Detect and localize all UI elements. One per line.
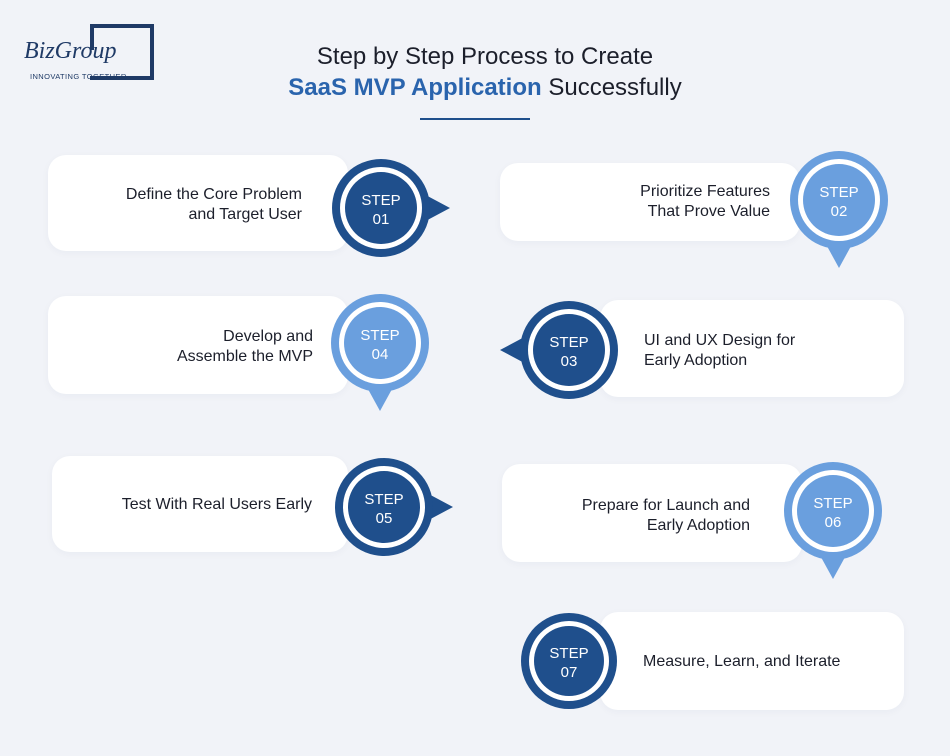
step-02-line-2: That Prove Value bbox=[647, 203, 770, 220]
step-03-badge bbox=[500, 301, 618, 399]
logo-frame bbox=[90, 24, 154, 80]
step-06-badge-label: STEP 06 bbox=[798, 494, 868, 532]
step-card-07 bbox=[600, 612, 904, 710]
logo-name: BizGroup bbox=[24, 38, 117, 64]
page-title: Step by Step Process to Create SaaS MVP … bbox=[230, 42, 740, 104]
step-01-text: Define the Core Problem and Target User bbox=[42, 185, 302, 225]
step-02-line-1: Prioritize Features bbox=[640, 183, 770, 200]
step-03-text: UI and UX Design for Early Adoption bbox=[644, 331, 884, 371]
step-04-line-1: Develop and bbox=[223, 328, 313, 345]
step-card-02 bbox=[500, 163, 800, 241]
step-04-badge-label: STEP 04 bbox=[345, 326, 415, 364]
step-05-line-1: Test With Real Users Early bbox=[121, 496, 312, 513]
logo-tagline: INNOVATING TOGETHER bbox=[30, 72, 127, 81]
step-02-text: Prioritize Features That Prove Value bbox=[510, 182, 770, 222]
step-07-badge bbox=[521, 613, 617, 709]
step-07-badge-label: STEP 07 bbox=[534, 644, 604, 682]
step-04-badge bbox=[331, 294, 429, 411]
step-05-badge-label: STEP 05 bbox=[349, 490, 419, 528]
step-02-badge bbox=[790, 151, 888, 268]
step-05-text: Test With Real Users Early bbox=[52, 495, 312, 515]
step-01-line-2: and Target User bbox=[188, 206, 302, 223]
step-01-step-word: STEP bbox=[361, 192, 401, 209]
step-02-number: 02 bbox=[830, 203, 848, 220]
step-06-line-1: Prepare for Launch and bbox=[581, 497, 750, 514]
step-06-number: 06 bbox=[824, 514, 842, 531]
title-line-1: Step by Step Process to Create bbox=[316, 43, 654, 70]
step-07-step-word: STEP bbox=[549, 645, 589, 662]
step-06-text: Prepare for Launch and Early Adoption bbox=[490, 496, 750, 536]
step-06-badge bbox=[784, 462, 882, 579]
step-03-line-1: UI and UX Design for bbox=[644, 332, 796, 349]
step-card-03 bbox=[600, 300, 904, 397]
title-rest: Successfully bbox=[541, 74, 682, 101]
title-underline bbox=[420, 118, 530, 120]
step-03-step-word: STEP bbox=[549, 334, 589, 351]
step-04-text: Develop and Assemble the MVP bbox=[53, 327, 313, 367]
step-02-step-word: STEP bbox=[819, 184, 859, 201]
step-card-04 bbox=[48, 296, 348, 394]
step-07-number: 07 bbox=[560, 664, 578, 681]
step-05-step-word: STEP bbox=[364, 491, 404, 508]
step-03-badge-label: STEP 03 bbox=[534, 333, 604, 371]
step-03-number: 03 bbox=[560, 353, 578, 370]
step-04-step-word: STEP bbox=[360, 327, 400, 344]
title-highlight: SaaS MVP Application bbox=[288, 74, 542, 101]
step-05-badge bbox=[335, 458, 453, 556]
step-03-line-2: Early Adoption bbox=[644, 352, 748, 369]
step-card-01 bbox=[48, 155, 348, 251]
step-06-step-word: STEP bbox=[813, 495, 853, 512]
step-04-number: 04 bbox=[371, 346, 389, 363]
step-04-line-2: Assemble the MVP bbox=[176, 348, 313, 365]
step-01-number: 01 bbox=[372, 211, 390, 228]
step-07-text: Measure, Learn, and Iterate bbox=[643, 652, 893, 672]
step-06-line-2: Early Adoption bbox=[646, 517, 750, 534]
step-05-number: 05 bbox=[375, 510, 393, 527]
step-card-06 bbox=[502, 464, 802, 562]
step-02-badge-label: STEP 02 bbox=[804, 183, 874, 221]
bizgroup-logo: BizGroup INNOVATING TOGETHER bbox=[24, 24, 156, 84]
step-01-line-1: Define the Core Problem bbox=[125, 186, 302, 203]
title-line-2: SaaS MVP Application Successfully bbox=[230, 72, 740, 104]
step-01-badge bbox=[332, 159, 450, 257]
step-07-line-1: Measure, Learn, and Iterate bbox=[643, 653, 841, 670]
step-card-05 bbox=[52, 456, 348, 552]
step-01-badge-label: STEP 01 bbox=[346, 191, 416, 229]
